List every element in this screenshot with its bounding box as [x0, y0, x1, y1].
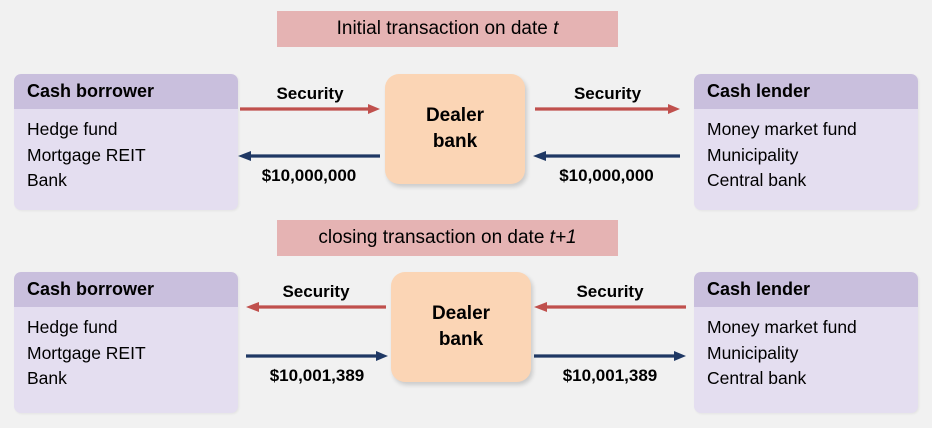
cash-arrow-right-initial-label: $10,000,000	[559, 166, 654, 185]
arrow-left-icon	[533, 151, 680, 161]
arrow-right-icon	[240, 104, 380, 114]
security-arrow-right-closing: Security	[534, 282, 686, 314]
arrow-left-icon	[238, 151, 380, 161]
cash-lender-header-closing: Cash lender	[694, 272, 918, 307]
security-arrow-right-closing-label: Security	[576, 282, 644, 301]
dealer-bank-box-closing: Dealer bank	[391, 272, 531, 382]
cash-borrower-header-initial: Cash borrower	[14, 74, 238, 109]
cash-arrow-right-closing-label: $10,001,389	[562, 366, 658, 385]
cash-lender-list-initial: Money market fund Municipality Central b…	[694, 109, 918, 204]
list-item: Money market fund	[707, 119, 857, 139]
list-item: Bank	[27, 170, 67, 190]
list-item: Bank	[27, 368, 67, 388]
dealer-bank-line1: Dealer	[425, 105, 485, 126]
cash-arrow-right-closing: $10,001,389	[534, 348, 686, 390]
banner-closing-date-var: t+1	[549, 227, 577, 248]
cash-borrower-list-initial: Hedge fund Mortgage REIT Bank	[14, 109, 238, 204]
list-item: Central bank	[707, 170, 807, 190]
list-item: Hedge fund	[27, 119, 118, 139]
security-arrow-left-closing-label: Security	[282, 282, 350, 301]
security-arrow-right-initial-label: Security	[573, 84, 642, 103]
cash-lender-list-closing: Money market fund Municipality Central b…	[694, 307, 918, 402]
list-item: Mortgage REIT	[27, 342, 146, 363]
cash-borrower-header-closing: Cash borrower	[14, 272, 238, 307]
security-arrow-left-initial: Security	[240, 84, 380, 116]
list-item: Mortgage REIT	[27, 144, 146, 165]
cash-arrow-left-initial: $10,000,000	[238, 148, 380, 190]
security-arrow-left-initial-label: Security	[276, 84, 344, 103]
list-item: Municipality	[707, 144, 799, 165]
list-item: Money market fund	[707, 317, 857, 337]
arrow-right-icon	[534, 351, 686, 361]
arrow-right-icon	[535, 104, 680, 114]
cash-borrower-box-closing: Cash borrower Hedge fund Mortgage REIT B…	[14, 272, 238, 413]
cash-lender-box-closing: Cash lender Money market fund Municipali…	[694, 272, 918, 413]
banner-initial-date-var: t	[553, 18, 559, 39]
list-item: Municipality	[707, 342, 799, 363]
cash-arrow-right-initial: $10,000,000	[533, 148, 680, 190]
dealer-bank-line1: Dealer	[431, 303, 491, 324]
cash-lender-header-initial: Cash lender	[694, 74, 918, 109]
cash-arrow-left-closing-label: $10,001,389	[269, 366, 365, 385]
banner-closing-transaction: closing transaction on date t+1	[277, 220, 618, 256]
arrow-left-icon	[534, 302, 686, 312]
security-arrow-left-closing: Security	[246, 282, 386, 314]
list-item: Hedge fund	[27, 317, 118, 337]
cash-borrower-list-closing: Hedge fund Mortgage REIT Bank	[14, 307, 238, 402]
banner-initial-transaction: Initial transaction on date t	[277, 11, 618, 47]
cash-borrower-box-initial: Cash borrower Hedge fund Mortgage REIT B…	[14, 74, 238, 210]
cash-arrow-left-closing: $10,001,389	[246, 348, 388, 390]
arrow-left-icon	[246, 302, 386, 312]
cash-arrow-left-initial-label: $10,000,000	[261, 166, 357, 185]
cash-lender-box-initial: Cash lender Money market fund Municipali…	[694, 74, 918, 210]
banner-initial-text: Initial transaction on date	[336, 18, 554, 39]
dealer-bank-line2: bank	[432, 131, 478, 152]
security-arrow-right-initial: Security	[535, 84, 680, 116]
arrow-right-icon	[246, 351, 388, 361]
dealer-bank-line2: bank	[438, 329, 484, 350]
banner-closing-text: closing transaction on date	[318, 227, 550, 248]
list-item: Central bank	[707, 368, 807, 388]
dealer-bank-box-initial: Dealer bank	[385, 74, 525, 184]
